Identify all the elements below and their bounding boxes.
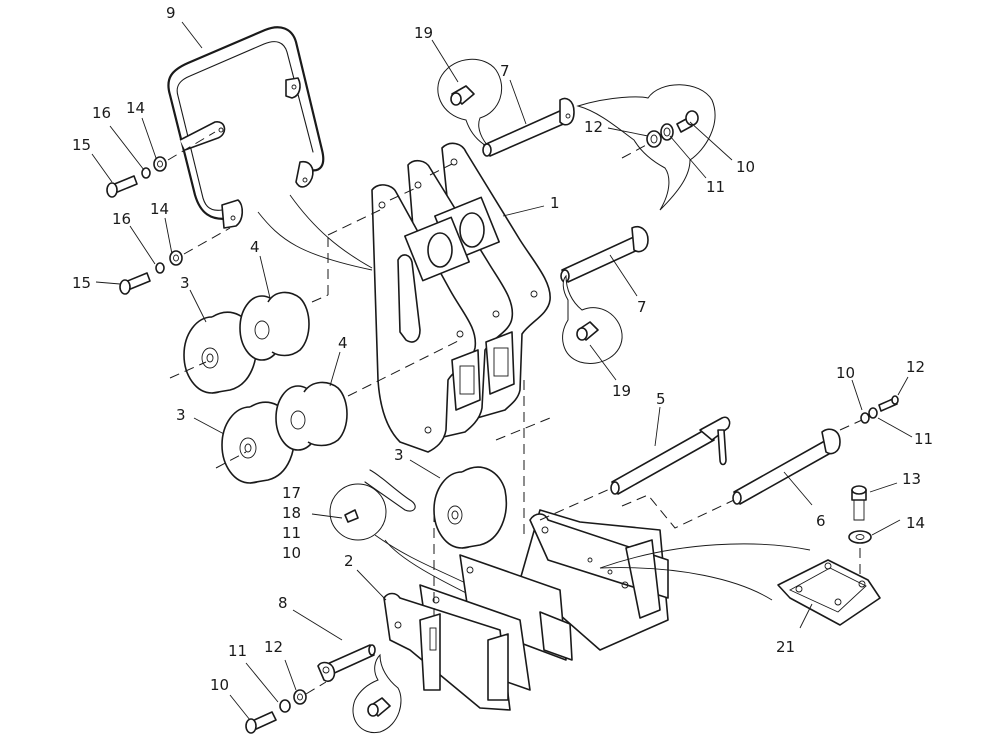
callout-11: 11 bbox=[914, 430, 933, 448]
callout-19: 19 bbox=[612, 382, 631, 400]
grease-fitting-detail-top bbox=[437, 58, 503, 149]
callout-4: 4 bbox=[250, 238, 260, 256]
roller-assembly-upper bbox=[183, 291, 310, 394]
callout-13: 13 bbox=[902, 470, 921, 488]
roller-single bbox=[433, 466, 507, 549]
fastener-set-lower-left bbox=[119, 227, 231, 295]
callout-19: 19 bbox=[414, 24, 433, 42]
callout-2: 2 bbox=[344, 552, 354, 570]
callout-10: 10 bbox=[282, 544, 301, 562]
callout-labels: 9 19 7 16 14 15 12 10 11 1 16 14 15 4 3 … bbox=[72, 4, 933, 694]
callout-11: 11 bbox=[706, 178, 725, 196]
pivot-pin-lower bbox=[560, 225, 649, 283]
callout-17: 17 bbox=[282, 484, 301, 502]
callout-15: 15 bbox=[72, 274, 91, 292]
callout-10: 10 bbox=[836, 364, 855, 382]
callout-5: 5 bbox=[656, 390, 666, 408]
callout-12: 12 bbox=[264, 638, 283, 656]
callout-14: 14 bbox=[126, 99, 145, 117]
callout-7: 7 bbox=[637, 298, 647, 316]
callout-9: 9 bbox=[166, 4, 176, 22]
grease-fitting-detail-middle bbox=[562, 274, 623, 364]
carriage-part bbox=[383, 509, 669, 711]
callout-21: 21 bbox=[776, 638, 795, 656]
callout-3: 3 bbox=[180, 274, 190, 292]
callout-16: 16 bbox=[92, 104, 111, 122]
callout-7: 7 bbox=[500, 62, 510, 80]
fastener-set-bottom bbox=[245, 681, 327, 734]
assembly-guide-lines bbox=[169, 163, 735, 615]
lock-pin-part bbox=[610, 416, 731, 495]
lock-pin-detail bbox=[329, 469, 481, 601]
pivot-pin-upper bbox=[482, 97, 575, 157]
callout-4: 4 bbox=[338, 334, 348, 352]
callout-8: 8 bbox=[278, 594, 288, 612]
callout-11: 11 bbox=[228, 642, 247, 660]
callout-16: 16 bbox=[112, 210, 131, 228]
callout-14: 14 bbox=[906, 514, 925, 532]
pivot-pin-bottom bbox=[317, 644, 376, 683]
callout-11: 11 bbox=[282, 524, 301, 542]
wear-pad-part bbox=[599, 543, 881, 626]
main-frame-part bbox=[371, 142, 551, 453]
callout-14: 14 bbox=[150, 200, 169, 218]
fastener-set-right bbox=[839, 395, 899, 431]
callout-3: 3 bbox=[176, 406, 186, 424]
fastener-detail-top bbox=[576, 84, 716, 211]
handle-bar-part bbox=[167, 26, 325, 229]
callout-1: 1 bbox=[550, 194, 560, 212]
grease-fitting-detail-bottom bbox=[352, 653, 402, 734]
callout-10: 10 bbox=[210, 676, 229, 694]
callout-6: 6 bbox=[816, 512, 826, 530]
roller-assembly-lower bbox=[221, 381, 348, 484]
cap-screw-washer bbox=[848, 485, 872, 585]
callout-leaders bbox=[91, 21, 913, 721]
fastener-set-upper-left bbox=[106, 131, 216, 198]
callout-15: 15 bbox=[72, 136, 91, 154]
callout-3: 3 bbox=[394, 446, 404, 464]
callout-12: 12 bbox=[906, 358, 925, 376]
callout-12: 12 bbox=[584, 118, 603, 136]
pivot-pin-long bbox=[732, 428, 841, 505]
callout-10: 10 bbox=[736, 158, 755, 176]
callout-18: 18 bbox=[282, 504, 301, 522]
